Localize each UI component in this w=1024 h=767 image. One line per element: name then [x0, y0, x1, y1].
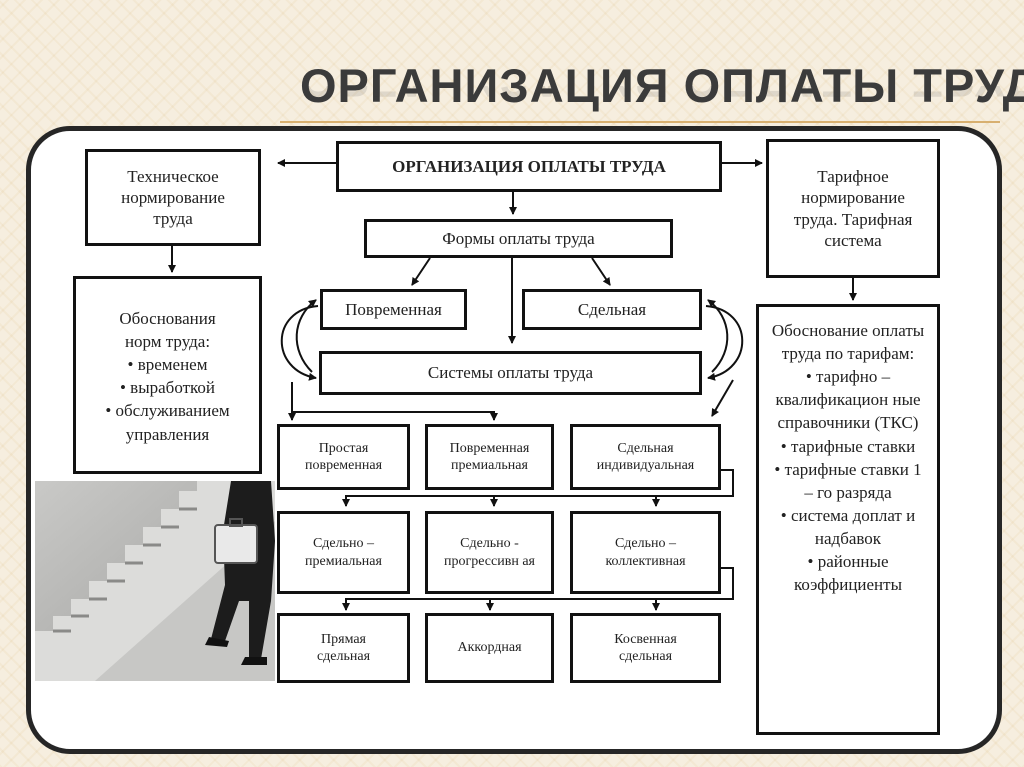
- time-based-box: Повременная: [320, 289, 467, 330]
- system-direct-piece: Прямая сдельная: [277, 613, 410, 683]
- list-item: районные коэффициенты: [769, 550, 927, 596]
- payment-forms-box: Формы оплаты труда: [364, 219, 673, 258]
- tariff-basis-list: тарифно – квалификацион ные справочники …: [759, 365, 937, 596]
- system-piece-collective: Сдельно – коллективная: [570, 511, 721, 594]
- list-item: выработкой: [76, 376, 259, 399]
- tariff-basis-box: Обоснование оплаты труда по тарифам: тар…: [756, 304, 940, 735]
- list-item: временем: [76, 353, 259, 376]
- slide-title: ОРГАНИЗАЦИЯ ОПЛАТЫ ТРУДА: [300, 59, 1024, 112]
- list-item: тарифные ставки: [769, 435, 927, 458]
- norms-basis-list: временем выработкой обслуживанием управл…: [76, 353, 259, 445]
- stairs-businessman-photo: [35, 481, 275, 681]
- list-item: обслуживанием управления: [76, 399, 259, 445]
- piece-rate-box: Сдельная: [522, 289, 702, 330]
- system-piece-bonus: Сдельно – премиальная: [277, 511, 410, 594]
- system-simple-time: Простая повременная: [277, 424, 410, 490]
- system-indirect-piece: Косвенная сдельная: [570, 613, 721, 683]
- list-item: система доплат и надбавок: [769, 504, 927, 550]
- system-time-bonus: Повременная премиальная: [425, 424, 554, 490]
- list-item: тарифно – квалификацион ные справочники …: [769, 365, 927, 434]
- root-box: ОРГАНИЗАЦИЯ ОПЛАТЫ ТРУДА: [336, 141, 722, 192]
- norms-basis-box: Обоснования норм труда: временем выработ…: [73, 276, 262, 474]
- norms-basis-heading: Обоснования норм труда:: [119, 309, 216, 352]
- list-item: тарифные ставки 1 – го разряда: [769, 458, 927, 504]
- tariff-norming-box: Тарифное нормирование труда. Тарифная си…: [766, 139, 940, 278]
- system-piece-progressive: Сдельно - прогрессивн ая: [425, 511, 554, 594]
- tariff-basis-heading: Обоснование оплаты труда по тарифам:: [771, 321, 925, 364]
- system-lump-sum: Аккордная: [425, 613, 554, 683]
- system-piece-individual: Сдельная индивидуальная: [570, 424, 721, 490]
- pay-systems-box: Системы оплаты труда: [319, 351, 702, 395]
- title-underline: [280, 121, 1000, 123]
- technical-norming-box: Техническое нормирование труда: [85, 149, 261, 246]
